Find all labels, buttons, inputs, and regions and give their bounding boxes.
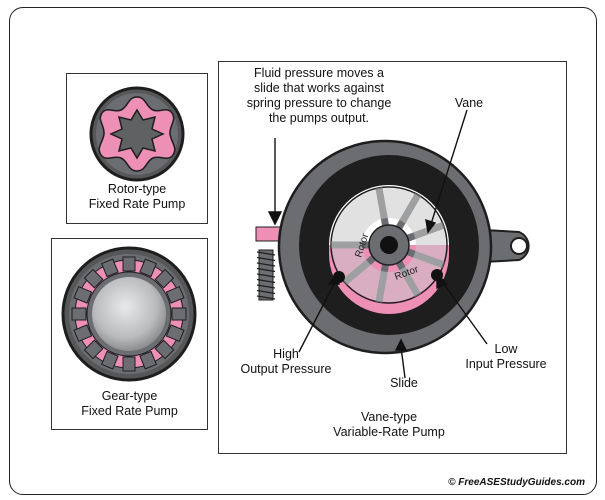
gear-tooth	[71, 307, 87, 321]
low-input-pressure-label: Low Input Pressure	[451, 342, 561, 372]
slide-arrowhead	[394, 338, 408, 351]
gear-pump-label: Gear-type Fixed Rate Pump	[52, 389, 207, 419]
gear-pump-panel: Gear-type Fixed Rate Pump	[51, 238, 208, 430]
gear-tooth	[73, 324, 93, 343]
gear-tooth	[165, 285, 185, 304]
note-line4: the pumps output.	[268, 111, 370, 125]
note-line3: spring pressure to change	[246, 96, 392, 110]
copyright-text: © FreeASEStudyGuides.com	[448, 477, 585, 488]
rotor-pump-panel: Rotor-type Fixed Rate Pump	[66, 73, 208, 224]
low-pressure-arrowhead	[436, 272, 449, 290]
low-line1: Low	[494, 342, 518, 356]
gear-tooth	[165, 324, 185, 343]
vane-title-line1: Vane-type	[360, 410, 418, 424]
gear-center	[92, 277, 166, 351]
rotor-pump-label: Rotor-type Fixed Rate Pump	[67, 182, 207, 212]
rotor-pump-label-line1: Rotor-type	[107, 182, 167, 196]
vane-pump-illustration: Rotor Rotor	[255, 109, 530, 379]
high-output-pressure-label: High Output Pressure	[221, 347, 351, 377]
gear-pump-label-line2: Fixed Rate Pump	[81, 404, 178, 418]
gear-tooth	[171, 307, 187, 321]
slide-label: Slide	[390, 376, 418, 390]
note-line1: Fluid pressure moves a	[254, 66, 384, 80]
gear-tooth	[100, 350, 119, 370]
slide-arrow	[400, 346, 406, 379]
gear-tooth	[100, 258, 119, 278]
high-line1: High	[273, 347, 299, 361]
gear-tooth	[122, 356, 136, 372]
note-arrowhead	[267, 211, 283, 226]
high-pressure-arrow	[298, 281, 336, 353]
note-line2: slide that works against	[254, 81, 384, 95]
spring	[256, 249, 276, 301]
rotor-inner-gear	[109, 108, 165, 160]
gear-tooth	[154, 339, 175, 360]
mounting-ear	[483, 228, 530, 264]
low-line2: Input Pressure	[465, 357, 547, 371]
gear-tooth	[154, 268, 175, 289]
high-line2: Output Pressure	[240, 362, 332, 376]
gear-tooth	[139, 350, 158, 370]
vane-arrow	[430, 109, 468, 225]
rotor-pump-illustration	[89, 86, 185, 182]
gear-tooth	[122, 256, 136, 272]
gear-tooth	[139, 258, 158, 278]
fluid-pressure-note: Fluid pressure moves a slide that works …	[229, 66, 409, 126]
rotor-pump-label-line2: Fixed Rate Pump	[88, 197, 186, 211]
vane-arrowhead	[425, 218, 437, 234]
gear-pump-label-line1: Gear-type	[101, 389, 158, 403]
gear-pump-illustration	[61, 246, 197, 382]
low-pressure-arrow	[440, 279, 488, 345]
vane-title-line2: Variable-Rate Pump	[333, 425, 445, 439]
gear-teeth	[71, 256, 187, 372]
high-pressure-arrowhead	[327, 272, 340, 285]
vane-pump-panel: Rotor Rotor Fluid pressure moves a slide…	[218, 61, 567, 454]
gear-tooth	[83, 268, 104, 289]
rotor: Rotor Rotor	[330, 186, 448, 304]
vane-pump-title: Vane-type Variable-Rate Pump	[309, 410, 469, 440]
gear-tooth	[83, 339, 104, 360]
vane-label: Vane	[454, 96, 484, 110]
gear-tooth	[73, 285, 93, 304]
